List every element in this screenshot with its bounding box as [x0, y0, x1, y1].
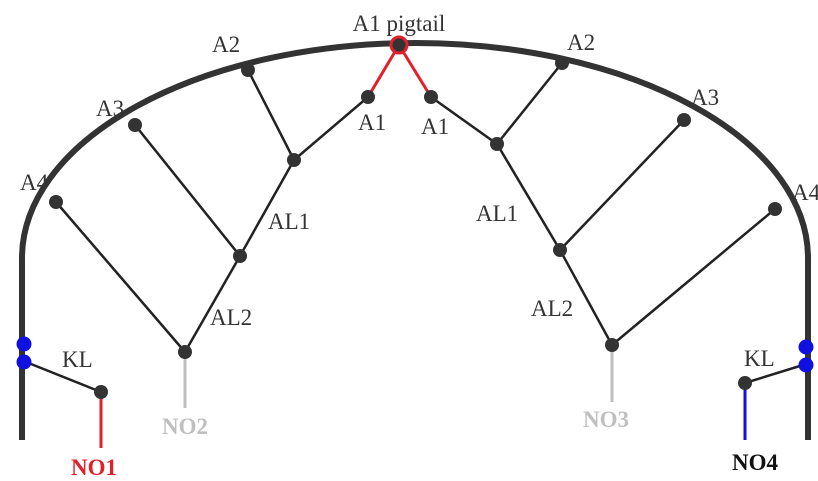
right-a1-to-al1 [430, 95, 498, 146]
node-a2-right [555, 56, 569, 70]
blue-connectors [16, 336, 814, 373]
pigtail-wire-right [397, 44, 433, 98]
label-kl-right: KL [744, 346, 775, 371]
right-a2-to-al1 [496, 62, 563, 145]
node-blue-right-upper [798, 339, 814, 355]
left-junction-to-al2 [183, 255, 242, 353]
node-junction-left [233, 249, 247, 263]
label-al1-left: AL1 [268, 209, 310, 234]
label-a2-right: A2 [567, 30, 595, 55]
interior-nodes [94, 90, 752, 399]
node-blue-left-upper [16, 336, 32, 352]
label-al2-right: AL2 [531, 296, 573, 321]
left-a4-to-al2 [55, 201, 186, 353]
output-no4: NO4 [732, 450, 779, 475]
node-a3-left [128, 118, 142, 132]
node-al2-right [605, 338, 619, 352]
node-a4-left [49, 195, 63, 209]
node-kl-left [94, 385, 108, 399]
right-branches [430, 62, 804, 385]
right-a3-to-junction [559, 119, 685, 251]
label-al1-right: AL1 [476, 201, 518, 226]
node-kl-right [738, 376, 752, 390]
node-a4-right [768, 202, 782, 216]
label-kl-left: KL [62, 347, 93, 372]
output-no1: NO1 [71, 455, 117, 480]
node-al1-right [490, 137, 504, 151]
node-pigtail [389, 35, 409, 55]
node-a1-left [361, 90, 375, 104]
label-a1-right: A1 [421, 114, 449, 139]
right-al1-to-junction [495, 143, 562, 251]
label-a2-left: A2 [212, 32, 240, 57]
right-a4-to-al2 [611, 208, 776, 346]
node-blue-right-lower [798, 357, 814, 373]
right-junction-to-al2 [558, 249, 614, 346]
node-a3-right [677, 113, 691, 127]
label-pigtail: A1 pigtail [353, 11, 446, 36]
output-no3: NO3 [583, 407, 629, 432]
left-a1-to-al1 [293, 96, 369, 161]
left-branches [25, 69, 369, 394]
output-no2: NO2 [162, 414, 208, 439]
pigtail-wires [366, 44, 433, 98]
left-kl-wire [25, 360, 102, 394]
node-al2-left [178, 345, 192, 359]
node-a1-right [424, 90, 438, 104]
main-arc [19, 40, 811, 440]
label-a1-left: A1 [358, 110, 386, 135]
node-blue-left-lower [16, 354, 32, 370]
arc-nodes [49, 56, 782, 216]
left-a2-to-al1 [246, 69, 296, 161]
label-a3-left: A3 [96, 96, 124, 121]
node-junction-right [553, 243, 567, 257]
node-al1-left [287, 153, 301, 167]
left-a3-to-junction [134, 124, 241, 257]
label-a4-left: A4 [20, 170, 49, 195]
label-a3-right: A3 [691, 85, 719, 110]
label-a4-right: A4 [792, 180, 818, 205]
label-al2-left: AL2 [210, 305, 252, 330]
node-a2-left [241, 63, 255, 77]
right-kl-wire [744, 363, 804, 385]
pigtail-wire-left [366, 44, 401, 98]
left-al1-to-junction [238, 159, 296, 257]
